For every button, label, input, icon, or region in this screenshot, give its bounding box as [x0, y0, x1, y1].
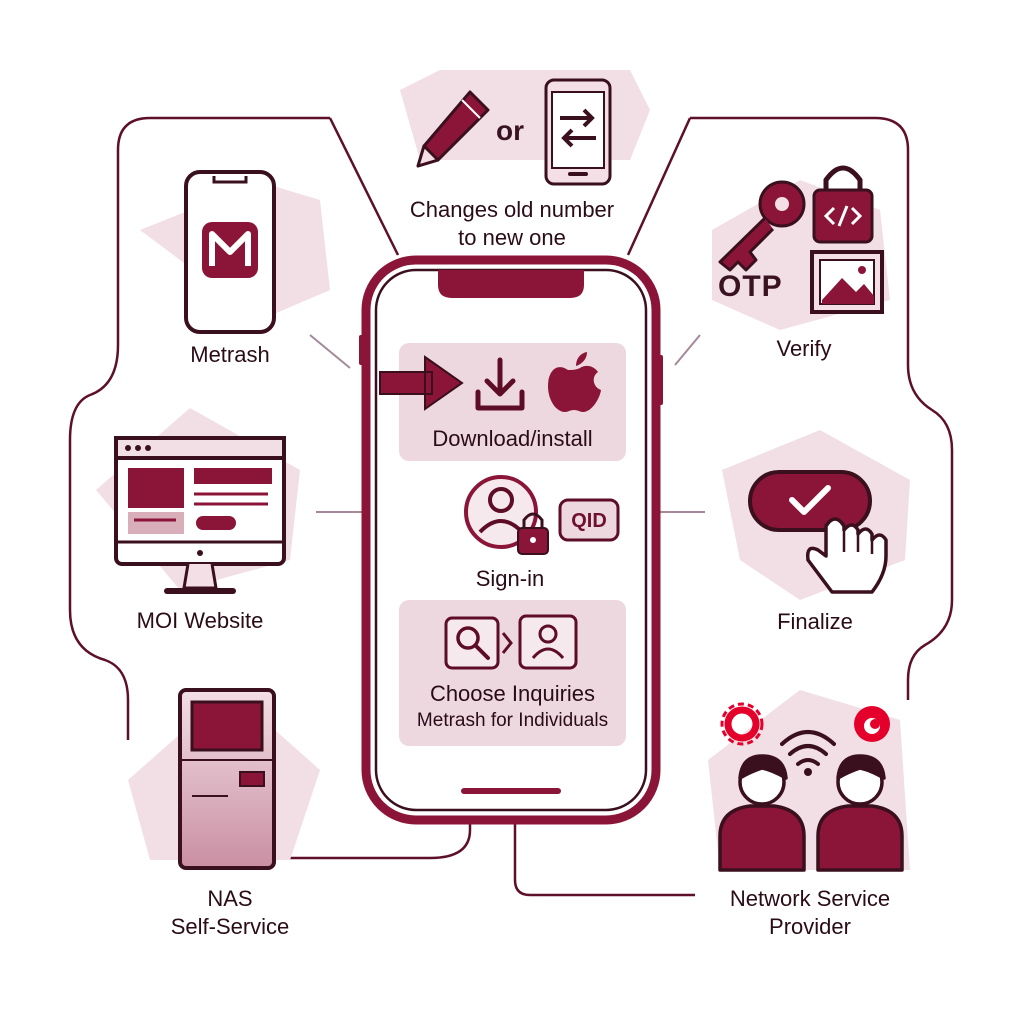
user-profile-icon: [518, 614, 578, 670]
phone-swap-icon: [544, 78, 612, 186]
nas-label-line2: Self-Service: [170, 914, 290, 939]
monitor-icon: [114, 436, 286, 594]
ooredoo-logo-icon: [720, 702, 764, 746]
choose-inquiries-label: Choose Inquiries: [429, 681, 596, 706]
finalize-label: Finalize: [777, 609, 853, 634]
connector-lines: [68, 116, 954, 897]
node-finalize: [722, 430, 910, 600]
search-icon: [444, 616, 500, 670]
user-lock-icon: [464, 475, 549, 555]
qid-card-icon: [558, 498, 620, 542]
arrow-right-icon: [379, 355, 464, 411]
verify-label: Verify: [776, 336, 832, 361]
node-network-provider: [708, 690, 910, 872]
nas-label-line1: NAS: [207, 886, 253, 911]
kiosk-icon: [178, 688, 276, 870]
apple-icon: [548, 352, 601, 412]
step-choose-inquiries: [399, 600, 626, 746]
check-button-icon: [748, 470, 872, 532]
lock-icon: [812, 165, 874, 244]
metrash-label: Metrash: [190, 342, 270, 367]
image-icon: [810, 250, 884, 314]
hand-pointer-icon: [805, 517, 888, 594]
provider-label-line2: Provider: [769, 914, 851, 939]
node-change-number: [400, 70, 650, 186]
change-number-label-line2: to new one: [458, 225, 566, 250]
qid-badge: QID: [571, 510, 607, 532]
moi-website-label: MOI Website: [136, 608, 264, 633]
change-number-label-line1: Changes old number: [409, 197, 615, 222]
otp-text: OTP: [718, 270, 783, 303]
key-icon: [718, 180, 806, 272]
sign-in-label: Sign-in: [475, 566, 545, 591]
download-install-label: Download/install: [432, 426, 593, 451]
vodafone-logo-icon: [854, 706, 890, 742]
pencil-icon: [416, 90, 490, 168]
wifi-icon: [780, 730, 836, 776]
node-verify: [712, 165, 890, 330]
people-icon: [718, 754, 904, 872]
step-sign-in: [464, 475, 620, 555]
metrash-app-icon: [202, 222, 258, 278]
chevron-right-icon: [501, 632, 513, 654]
node-metrash: [140, 170, 330, 334]
step-download-install: [379, 343, 626, 461]
download-icon: [475, 357, 525, 411]
metrash-individuals-sublabel: Metrash for Individuals: [416, 710, 609, 731]
node-nas-self-service: [128, 688, 320, 870]
provider-label-line1: Network Service: [729, 886, 891, 911]
or-connector-label: or: [496, 115, 524, 146]
node-moi-website: [96, 408, 300, 594]
